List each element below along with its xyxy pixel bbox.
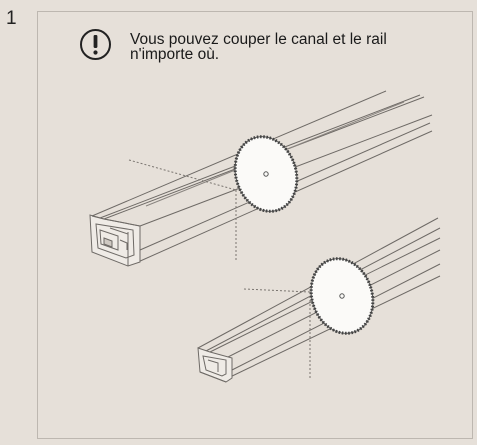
rail-profile — [197, 217, 441, 383]
saw-blade-lower — [309, 257, 375, 335]
upper-cut-guides — [128, 159, 237, 260]
step-number: 1 — [6, 8, 17, 29]
instruction-panel — [37, 11, 473, 439]
saw-blade-upper — [233, 135, 299, 213]
notice-text: Vous pouvez couper le canal et le rail n… — [130, 31, 387, 63]
exclamation-circle-icon — [80, 29, 111, 60]
lower-cut-guides — [243, 288, 311, 380]
